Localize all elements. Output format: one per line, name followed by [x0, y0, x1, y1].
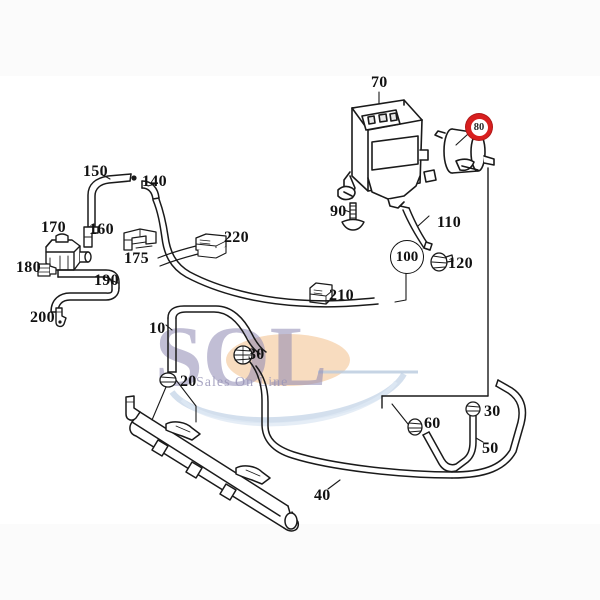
part-90-screw — [341, 202, 365, 231]
callout-200: 200 — [30, 309, 55, 326]
line-40-lower-right — [451, 379, 527, 479]
leader-90 — [343, 209, 351, 213]
leader-50 — [475, 437, 484, 443]
callout-70: 70 — [371, 74, 388, 91]
bottom-background-band — [0, 524, 600, 600]
leader-80 — [455, 133, 469, 146]
leader-140 — [147, 183, 156, 187]
part-140-hose — [131, 175, 160, 200]
part-220-clip — [195, 233, 227, 259]
callout-100-label: 100 — [395, 248, 419, 265]
callout-30-lower: 30 — [484, 403, 501, 420]
callout-40: 40 — [314, 487, 331, 504]
callout-180: 180 — [16, 259, 41, 276]
part-70-canister — [337, 99, 437, 209]
part-60-clamp — [407, 418, 423, 436]
part-190-hose — [50, 269, 120, 313]
callout-20: 20 — [180, 373, 197, 390]
callout-210: 210 — [329, 287, 354, 304]
callout-160: 160 — [89, 221, 114, 238]
callout-10: 10 — [149, 320, 166, 337]
callout-170: 170 — [41, 219, 66, 236]
callout-30-upper: 30 — [248, 346, 265, 363]
callout-110: 110 — [437, 214, 462, 231]
part-200-cap — [55, 307, 67, 328]
leader-150 — [100, 173, 111, 180]
leader-190 — [107, 278, 119, 284]
part-110-hose — [399, 205, 433, 251]
leader-100b — [394, 271, 407, 303]
callout-80-label: 80 — [470, 118, 488, 136]
callout-60: 60 — [424, 415, 441, 432]
callout-90: 90 — [330, 203, 347, 220]
part-160-nipple — [83, 226, 99, 248]
leader-110 — [417, 215, 430, 227]
leader-20 — [151, 386, 167, 421]
callout-80-highlight[interactable]: 80 — [466, 114, 492, 140]
part-30b-clamp — [465, 401, 481, 417]
callout-140: 140 — [142, 173, 167, 190]
part-20-clamp — [159, 372, 177, 388]
part-150-hose — [87, 173, 132, 228]
leader-40 — [327, 479, 341, 490]
callout-150: 150 — [83, 163, 108, 180]
leader-60 — [391, 403, 409, 425]
callout-175: 175 — [124, 250, 149, 267]
part-175-clip — [123, 228, 157, 251]
leader-10 — [165, 324, 173, 331]
line-80-vertical — [381, 167, 489, 409]
part-210-clip — [309, 282, 333, 305]
fuel-rail-assembly — [125, 395, 300, 532]
callout-120: 120 — [448, 255, 473, 272]
leader-20b — [175, 379, 197, 423]
line-30-to-40 — [249, 361, 453, 479]
part-180-grommet — [37, 263, 57, 277]
top-background-band — [0, 0, 600, 76]
part-30a-clamp — [233, 345, 253, 365]
callout-190: 190 — [94, 272, 119, 289]
callout-220: 220 — [224, 229, 249, 246]
callout-50: 50 — [482, 440, 499, 457]
main-fuel-lines — [152, 198, 379, 308]
callout-100-balloon[interactable]: 100 — [390, 240, 424, 274]
part-120-connector — [430, 252, 454, 272]
